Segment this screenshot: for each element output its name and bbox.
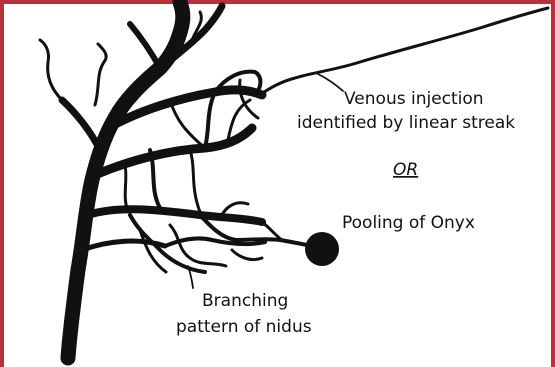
venous-streak bbox=[258, 8, 548, 96]
nidus-vessel bbox=[205, 92, 215, 148]
artery-branch-3 bbox=[88, 209, 262, 222]
nidus-vessel bbox=[190, 150, 200, 212]
nidus-vessel bbox=[232, 250, 262, 260]
label-venous-line2: identified by linear streak bbox=[297, 113, 515, 133]
trunk-branch-left-curl bbox=[95, 44, 106, 105]
trunk-branch-upper-left bbox=[62, 100, 100, 150]
nidus-vessel bbox=[125, 165, 128, 212]
label-or: OR bbox=[393, 160, 418, 180]
trunk-branch-left-small bbox=[40, 40, 62, 100]
nidus-vessel bbox=[170, 100, 205, 148]
leader-line-venous bbox=[318, 74, 343, 91]
trunk-branch-top bbox=[130, 24, 160, 68]
onyx-pool-blob bbox=[305, 232, 339, 266]
label-venous-line1: Venous injection bbox=[344, 89, 484, 109]
label-pooling: Pooling of Onyx bbox=[342, 213, 475, 233]
label-branching-line1: Branching bbox=[202, 291, 288, 311]
label-branching-line2: pattern of nidus bbox=[176, 317, 312, 337]
